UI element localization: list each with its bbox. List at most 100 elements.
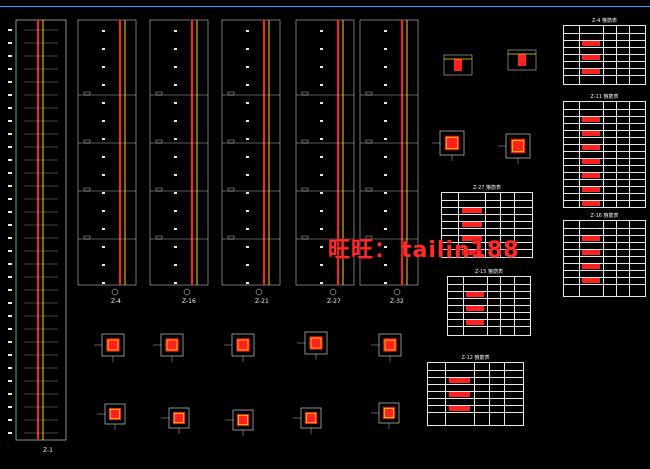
table-title: Z-27 箍筋表 — [472, 185, 502, 191]
table-col-line — [513, 277, 515, 335]
column-annotation — [246, 174, 249, 176]
column-annotation — [320, 84, 323, 86]
table-row-line — [428, 391, 523, 392]
column-z1-dim-mark — [8, 237, 12, 239]
column-annotation — [384, 246, 387, 248]
column-label-z32: Z-32 — [390, 298, 404, 305]
column-z1-dim-mark — [8, 354, 12, 356]
column-annotation — [320, 228, 323, 230]
column-z1-dim-mark — [8, 29, 12, 31]
table-row-line — [564, 200, 645, 201]
table-col-line — [500, 277, 502, 335]
column-label-z16: Z-16 — [182, 298, 196, 305]
detail-core — [518, 54, 526, 66]
drawing-border-line — [0, 6, 650, 7]
column-annotation — [384, 48, 387, 50]
rebar-symbol — [581, 173, 600, 178]
table-col-line — [499, 193, 501, 257]
section-top-2-core — [236, 338, 250, 352]
section-bottom-3-tie — [306, 413, 316, 423]
level-tag — [227, 91, 235, 96]
level-tag — [227, 187, 235, 192]
rebar-table-z11: Z-11 箍筋表 — [563, 94, 646, 208]
table-row-line — [564, 61, 645, 62]
column-z1-dim-mark — [8, 68, 12, 70]
table-row-line — [564, 116, 645, 117]
column-z1-dim-mark — [8, 185, 12, 187]
table-col-line — [578, 102, 580, 207]
column-annotation — [384, 66, 387, 68]
table-col-line — [615, 26, 617, 84]
column-annotation — [246, 210, 249, 212]
column-annotation — [320, 102, 323, 104]
table-row-line — [442, 207, 532, 208]
rebar-symbol — [581, 69, 600, 74]
table-row-line — [564, 151, 645, 152]
table-title: Z-11 箍筋表 — [590, 94, 619, 100]
table-col-line — [488, 363, 490, 425]
rebar-symbol — [466, 306, 485, 311]
rebar-symbol — [461, 250, 482, 255]
rebar-symbol — [461, 236, 482, 241]
column-annotation — [102, 174, 105, 176]
rebar-symbol — [581, 187, 600, 192]
column-z1-dim-mark — [8, 146, 12, 148]
section-top-0-core — [106, 338, 120, 352]
axis-bubble — [329, 288, 337, 296]
table-row-line — [448, 305, 530, 306]
table-row-line — [428, 377, 523, 378]
table-col-line — [628, 221, 630, 296]
column-annotation — [384, 102, 387, 104]
table-col-line — [504, 363, 505, 425]
watermark-cn: 旺旺： — [328, 238, 398, 263]
table-row-line — [442, 214, 532, 215]
column-annotation — [384, 120, 387, 122]
rebar-symbol — [581, 278, 600, 283]
table-row-line — [564, 165, 645, 166]
column-elevation-0 — [77, 19, 137, 286]
column-annotation — [384, 138, 387, 140]
watermark: 旺旺：tailin188 — [328, 232, 524, 264]
section-top-3-core — [309, 336, 323, 350]
column-annotation — [174, 84, 177, 86]
table-row-line — [564, 33, 645, 34]
table-row-line — [564, 158, 645, 159]
column-z1-dim-mark — [8, 276, 12, 278]
section-top-4-tie — [384, 339, 396, 351]
table-row-line — [564, 137, 645, 138]
level-tag — [155, 139, 163, 144]
column-annotation — [174, 228, 177, 230]
table-row-line — [428, 384, 523, 385]
table-col-line — [628, 26, 630, 84]
column-elevation-3 — [295, 19, 355, 286]
column-z1-dim-mark — [8, 211, 12, 213]
level-tag — [83, 187, 91, 192]
section-top-2-tie — [237, 339, 249, 351]
column-annotation — [320, 264, 323, 266]
table-col-line — [458, 193, 460, 257]
column-annotation — [246, 282, 249, 284]
column-z1-dim-mark — [8, 250, 12, 252]
column-label-z27: Z-27 — [327, 298, 341, 305]
rebar-symbol — [466, 320, 485, 325]
section-mid-0-tie — [446, 137, 458, 149]
level-tag — [227, 235, 235, 240]
table-row-line — [564, 123, 645, 124]
column-annotation — [102, 228, 105, 230]
column-z1-dim-mark — [8, 315, 12, 317]
column-z1-dim-mark — [8, 341, 12, 343]
column-annotation — [102, 192, 105, 194]
table-row-line — [564, 179, 645, 180]
column-z1-dim-mark — [8, 81, 12, 83]
table-row-line — [564, 193, 645, 194]
column-z1-dim-mark — [8, 393, 12, 395]
table-row-line — [448, 284, 530, 285]
table-title: Z-4 箍筋表 — [592, 18, 617, 24]
column-annotation — [320, 48, 323, 50]
table-row-line — [564, 228, 645, 229]
table-col-line — [514, 193, 515, 257]
rebar-symbol — [461, 208, 482, 213]
level-tag — [155, 235, 163, 240]
column-z1-dim-mark — [8, 302, 12, 304]
